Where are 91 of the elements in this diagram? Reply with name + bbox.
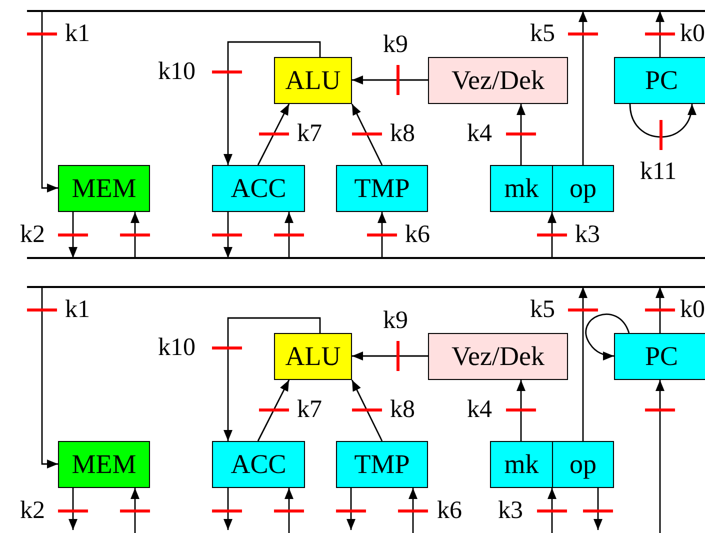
arrow — [284, 212, 294, 258]
arrow — [130, 488, 140, 533]
register-box — [552, 165, 614, 212]
arrow — [516, 104, 526, 165]
register-box — [490, 441, 553, 488]
arrow — [224, 41, 321, 165]
edge-label: k1 — [65, 21, 90, 46]
arrow — [346, 488, 356, 530]
register-box — [552, 441, 614, 488]
box-label: ACC — [230, 175, 286, 202]
bus-line — [27, 286, 705, 288]
edge-label: k4 — [467, 397, 492, 422]
edge-label: k3 — [498, 498, 523, 523]
box-label: op — [570, 175, 596, 202]
arrow — [578, 287, 588, 441]
box-label: TMP — [354, 175, 410, 202]
edge-label: k11 — [640, 159, 677, 184]
edge-label: k0 — [680, 21, 705, 46]
register-box — [212, 165, 305, 212]
box-label: MEM — [72, 451, 136, 478]
arrow — [656, 287, 664, 333]
edge-label: k3 — [575, 222, 600, 247]
arrow — [41, 11, 58, 192]
arrow — [516, 380, 526, 441]
arrow — [656, 380, 664, 533]
arrow — [284, 488, 294, 533]
register-box — [336, 165, 428, 212]
arrow — [378, 212, 386, 258]
box-label: Vez/Dek — [452, 343, 544, 370]
box-label: ALU — [285, 67, 341, 94]
register-box — [428, 57, 568, 104]
edge-label: k10 — [158, 335, 196, 360]
register-box — [274, 57, 352, 104]
register-box — [428, 333, 568, 380]
edge-label: k9 — [383, 308, 408, 333]
box-label: ACC — [230, 451, 286, 478]
register-box — [274, 333, 352, 380]
arrow — [68, 212, 78, 258]
register-box — [58, 165, 150, 212]
box-label: TMP — [354, 451, 410, 478]
arrow — [548, 488, 556, 533]
arrow — [130, 212, 140, 258]
edge-label: k7 — [297, 397, 322, 422]
arrow — [629, 104, 696, 138]
arrow — [352, 76, 428, 84]
box-label: mk — [504, 175, 539, 202]
register-box — [614, 57, 705, 104]
edge-label: k2 — [20, 498, 45, 523]
edge-label: k1 — [65, 297, 90, 322]
edge-label: k0 — [680, 297, 705, 322]
box-label: op — [570, 451, 596, 478]
register-box — [212, 441, 305, 488]
edge-label: k9 — [383, 32, 408, 57]
bus-line — [27, 257, 705, 259]
edge-label: k5 — [530, 297, 555, 322]
box-label: PC — [644, 67, 678, 94]
register-box — [336, 441, 428, 488]
arrow — [548, 212, 556, 258]
arrow — [351, 104, 383, 166]
box-label: ALU — [285, 343, 341, 370]
arrow — [352, 352, 428, 360]
arrow — [408, 488, 418, 533]
arrow — [41, 287, 58, 468]
register-box — [490, 165, 553, 212]
edge-label: k6 — [405, 222, 430, 247]
arrow — [257, 380, 290, 442]
arrow — [68, 488, 78, 530]
edge-label: k10 — [158, 59, 196, 84]
box-label: MEM — [72, 175, 136, 202]
arrow — [224, 317, 321, 441]
edge-label: k8 — [390, 121, 415, 146]
arrow — [585, 314, 630, 360]
arrow — [257, 104, 290, 166]
edge-label: k4 — [467, 121, 492, 146]
arrow — [224, 488, 232, 530]
bus-line — [27, 10, 705, 12]
edge-label: k7 — [297, 121, 322, 146]
edge-label: k2 — [20, 222, 45, 247]
edge-label: k8 — [390, 397, 415, 422]
edge-label: k6 — [437, 498, 462, 523]
box-label: Vez/Dek — [452, 67, 544, 94]
box-label: mk — [504, 451, 539, 478]
register-box — [58, 441, 150, 488]
arrow — [578, 11, 588, 165]
arrow — [224, 212, 232, 258]
arrow — [594, 488, 602, 530]
edge-label: k5 — [530, 21, 555, 46]
arrow — [351, 380, 383, 442]
arrow — [656, 11, 664, 57]
register-box — [614, 333, 705, 380]
box-label: PC — [644, 343, 678, 370]
